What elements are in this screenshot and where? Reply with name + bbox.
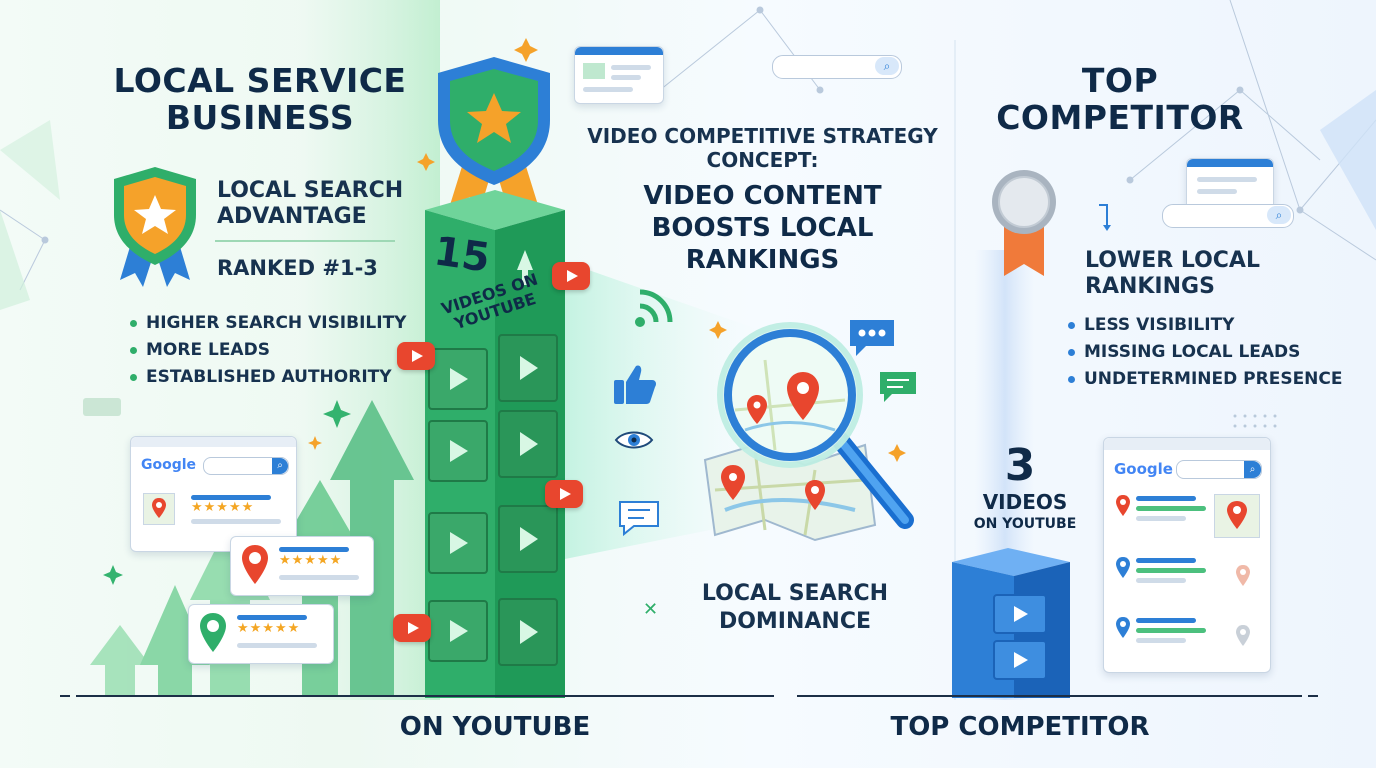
search-icon[interactable]: ⌕ [875,57,899,75]
youtube-play-icon [545,480,583,508]
rating-stars: ★★★★★ [237,621,301,636]
divider [76,695,774,697]
competitor-video-label: VIDEOS [982,490,1068,514]
chat-bubble-icon [619,501,659,537]
shield-star-badge-icon [438,57,550,210]
divider [797,695,1302,697]
map-thumbnail [1214,494,1260,538]
video-tile[interactable] [428,600,488,662]
arrow-icon [1099,204,1111,231]
video-tile[interactable] [428,512,488,574]
map-thumbnail [143,493,175,525]
map-pin-icon [200,613,226,652]
concept-subtitle: VIDEO COMPETITIVE STRATEGY CONCEPT: [587,124,938,172]
google-results-card: Google ⌕ [1103,437,1271,673]
search-icon[interactable]: ⌕ [272,458,288,474]
magnifier-map-pin-icon [703,322,914,542]
map-pin-icon [242,545,268,584]
advantage-title: LOCAL SEARCH ADVANTAGE [217,178,404,229]
chat-bubble-icon [880,372,916,402]
thumbs-up-icon [614,365,656,404]
rank-label: RANKED #1-3 [217,256,378,280]
video-tile[interactable] [498,505,558,573]
video-tile[interactable] [428,348,488,410]
video-tile[interactable] [498,334,558,402]
google-logo: Google [141,457,197,473]
video-tile[interactable] [993,640,1047,680]
silver-medal-icon [992,170,1056,276]
rankings-label: LOWER LOCAL RANKINGS [1085,248,1260,299]
divider [60,695,70,697]
list-item: MISSING LOCAL LEADS [1066,339,1343,366]
google-results-card: Google ⌕ ★★★★★ [130,436,297,552]
right-drawbacks-list: LESS VISIBILITY MISSING LOCAL LEADS UNDE… [1066,312,1343,393]
search-input[interactable]: ⌕ [1176,460,1262,479]
right-title: TOP COMPETITOR [996,61,1244,137]
list-item: MORE LEADS [128,337,406,364]
youtube-play-icon [393,614,431,642]
browser-thumbnail [574,46,664,104]
window-bar [131,437,296,447]
competitor-video-count: 3 [1004,440,1036,491]
competitor-video-sublabel: ON YOUTUBE [973,516,1077,532]
youtube-play-icon [397,342,435,370]
left-title: LOCAL SERVICE BUSINESS [113,61,407,137]
svg-text:✕: ✕ [643,599,658,620]
search-icon[interactable]: ⌕ [1244,461,1261,478]
review-card: ★★★★★ [188,604,334,664]
left-footer-label: ON YOUTUBE [399,712,591,742]
browser-thumbnail [1186,158,1274,210]
video-tile[interactable] [498,410,558,478]
map-pin-icon [1116,557,1130,578]
concept-title: VIDEO COMPETITIVE STRATEGY CONCEPT: VIDE… [585,124,940,276]
shield-star-badge-icon [114,167,196,287]
list-item: ESTABLISHED AUTHORITY [128,364,406,391]
youtube-play-icon [552,262,590,290]
chat-bubble-icon [850,320,894,356]
list-item: LESS VISIBILITY [1066,312,1343,339]
search-input[interactable]: ⌕ [203,457,289,475]
dominance-label: LOCAL SEARCH DOMINANCE [701,581,889,634]
google-logo: Google [1114,460,1173,478]
rating-stars: ★★★★★ [191,500,255,515]
search-icon[interactable]: ⌕ [1267,206,1291,224]
list-item: UNDETERMINED PRESENCE [1066,366,1343,393]
video-count: 15 [431,228,493,282]
map-pin-icon [1116,495,1130,516]
video-tile[interactable] [993,594,1047,634]
list-item: HIGHER SEARCH VISIBILITY [128,310,406,337]
divider [1308,695,1318,697]
rating-stars: ★★★★★ [279,553,343,568]
right-footer-label: TOP COMPETITOR [890,712,1150,742]
search-input[interactable]: ⌕ [772,55,902,79]
wifi-signal-icon [635,289,673,327]
map-pin-icon [1116,617,1130,638]
left-benefits-list: HIGHER SEARCH VISIBILITY MORE LEADS ESTA… [128,310,406,391]
concept-headline: VIDEO CONTENT BOOSTS LOCAL RANKINGS [643,181,882,275]
video-tile[interactable] [428,420,488,482]
map-pin-icon [1236,565,1250,586]
video-tile[interactable] [498,598,558,666]
search-input[interactable]: ⌕ [1162,204,1294,228]
review-card: ★★★★★ [230,536,374,596]
divider [215,240,395,242]
window-bar [1104,438,1270,450]
eye-icon [614,431,654,449]
map-pin-icon [1236,625,1250,646]
